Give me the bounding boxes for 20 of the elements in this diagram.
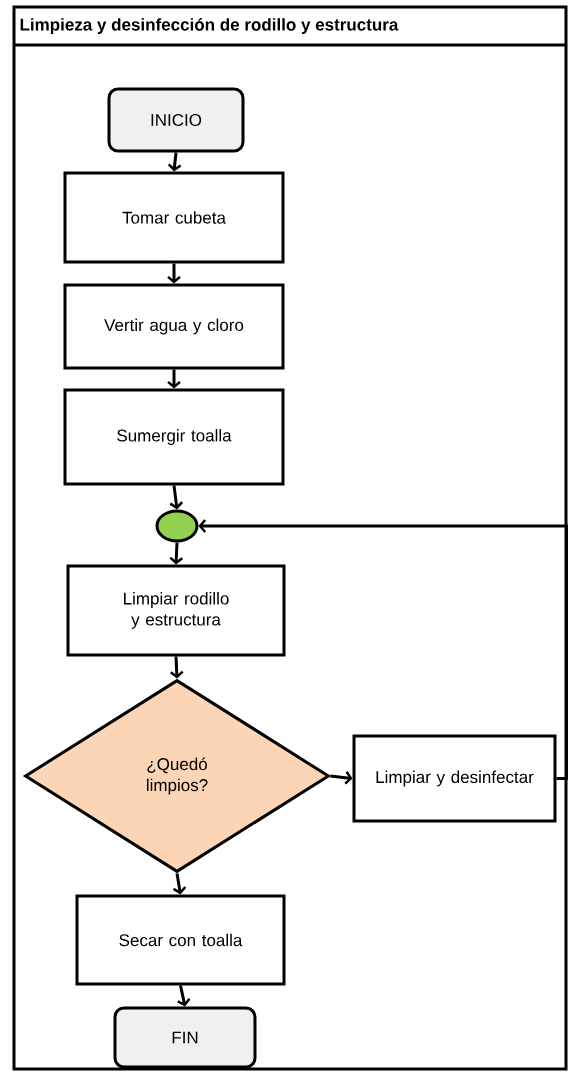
arrow: [172, 873, 187, 895]
process-box: Secar con toalla: [75, 894, 286, 986]
arrow: [169, 542, 184, 565]
process-box: Tomar cubeta: [63, 171, 285, 264]
terminal-box: FIN: [113, 1006, 257, 1069]
connector-circle: [155, 509, 199, 543]
arrow: [330, 771, 353, 785]
arrow: [198, 519, 568, 780]
arrow: [167, 152, 182, 172]
terminal-box: INICIO: [107, 87, 245, 153]
process-box: Vertir agua y cloro: [63, 283, 285, 370]
process-box: Limpiar rodillo y estructura: [66, 564, 286, 657]
process-box: Sumergir toalla: [63, 388, 285, 486]
title: Limpieza y desinfección de rodillo y estructura: [20, 18, 399, 34]
arrow: [167, 369, 181, 389]
arrow: [169, 656, 184, 679]
arrow: [177, 985, 191, 1007]
arrow: [167, 263, 181, 284]
arrow: [169, 485, 184, 510]
process-box: Limpiar y desinfectar: [352, 734, 557, 823]
